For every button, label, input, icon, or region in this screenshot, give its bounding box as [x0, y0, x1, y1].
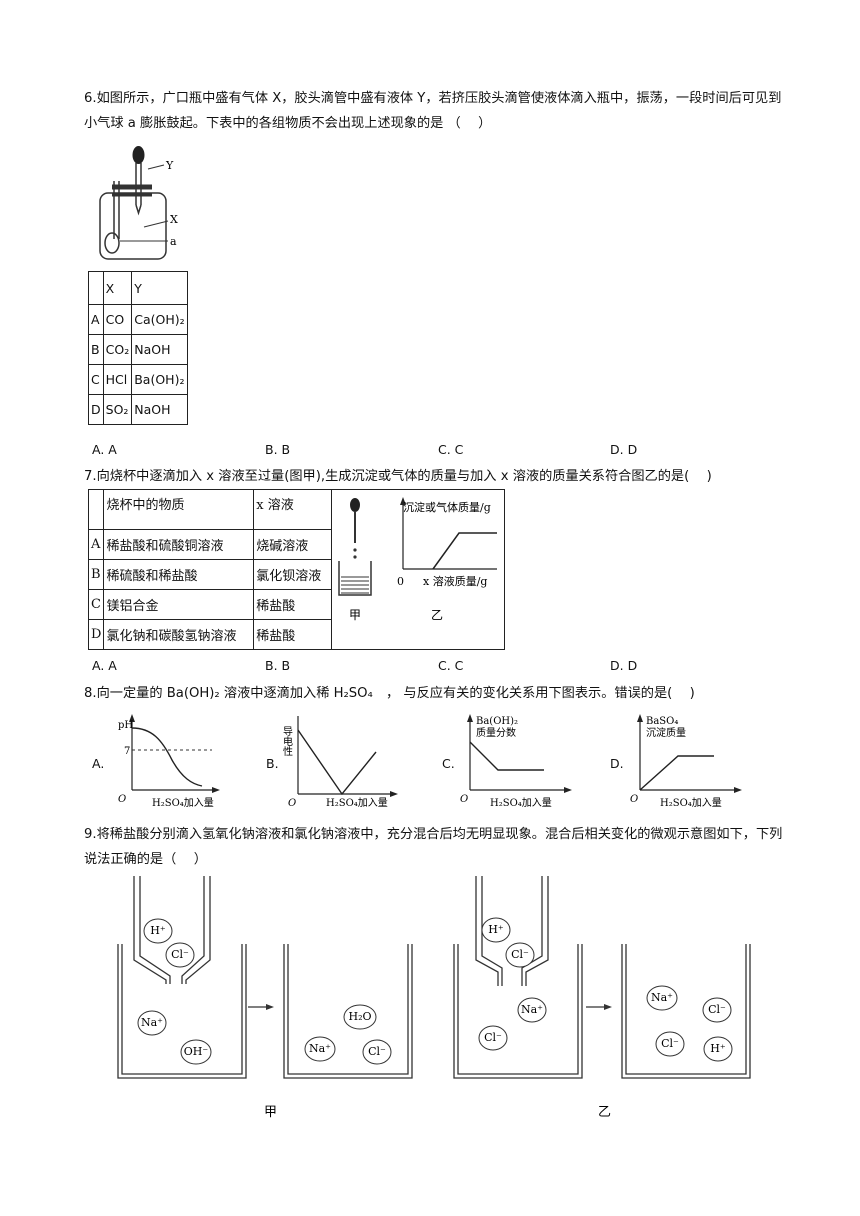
q7-label-yi: 乙: [431, 608, 443, 622]
q9-caption-jia: 甲: [264, 1105, 277, 1120]
option-b[interactable]: B. B: [265, 442, 291, 457]
svg-text:O: O: [118, 794, 126, 805]
q7-origin: 0: [397, 575, 404, 588]
q6-apparatus-figure: Y X a: [99, 146, 178, 260]
svg-text:H₂SO₄加入量: H₂SO₄加入量: [660, 797, 722, 809]
option-c[interactable]: C. C: [438, 442, 464, 457]
q7-xlabel: x 溶液质量/g: [423, 574, 487, 588]
svg-text:导电性: 导电性: [281, 726, 293, 757]
table-row: X Y: [88, 271, 188, 305]
q6-label-y: Y: [165, 159, 174, 172]
svg-text:Cl⁻: Cl⁻: [171, 948, 189, 961]
question-6-text: 6.如图所示，广口瓶中盛有气体 X，胶头滴管中盛有液体 Y，若挤压胶头滴管使液体…: [84, 91, 782, 131]
svg-text:OH⁻: OH⁻: [184, 1045, 209, 1058]
q8-option-a-letter[interactable]: A.: [92, 756, 105, 771]
option-b[interactable]: B. B: [265, 658, 291, 673]
q7-ylabel: 沉淀或气体质量/g: [403, 500, 491, 514]
q7-label-jia: 甲: [349, 608, 361, 622]
svg-text:Na⁺: Na⁺: [309, 1042, 331, 1055]
q9-caption-yi: 乙: [598, 1105, 611, 1120]
option-a[interactable]: A. A: [92, 658, 117, 673]
svg-text:Cl⁻: Cl⁻: [661, 1037, 679, 1050]
svg-text:H₂SO₄加入量: H₂SO₄加入量: [326, 797, 388, 809]
svg-text:Na⁺: Na⁺: [521, 1003, 543, 1016]
table-row: 烧杯中的物质 x 溶液: [87, 489, 332, 530]
svg-text:O: O: [630, 794, 638, 805]
q8-graph-a[interactable]: pH 7 O H₂SO₄加入量: [112, 712, 222, 812]
svg-text:H⁺: H⁺: [488, 923, 504, 936]
question-7-text: 7.向烧杯中逐滴加入 x 溶液至过量(图甲),生成沉淀或气体的质量与加入 x 溶…: [84, 469, 712, 484]
option-d[interactable]: D. D: [610, 658, 638, 673]
svg-text:Cl⁻: Cl⁻: [484, 1031, 502, 1044]
option-c[interactable]: C. C: [438, 658, 464, 673]
svg-text:H⁺: H⁺: [150, 924, 166, 937]
q8-graph-d[interactable]: BaSO₄ 沉淀质量 O H₂SO₄加入量: [630, 712, 750, 812]
q8-graph-b[interactable]: 导电性 O H₂SO₄加入量: [281, 712, 402, 812]
svg-text:BaSO₄: BaSO₄: [646, 716, 678, 727]
q8-option-d-letter[interactable]: D.: [610, 756, 624, 771]
svg-text:质量分数: 质量分数: [476, 726, 516, 739]
svg-text:O: O: [460, 794, 468, 805]
option-a[interactable]: A. A: [92, 442, 117, 457]
svg-text:Cl⁻: Cl⁻: [368, 1045, 386, 1058]
svg-text:沉淀质量: 沉淀质量: [646, 726, 686, 739]
q7-options: A. A B. B C. C D. D: [92, 658, 792, 676]
svg-text:H₂SO₄加入量: H₂SO₄加入量: [490, 797, 552, 809]
q8-option-b-letter[interactable]: B.: [266, 756, 279, 771]
option-d[interactable]: D. D: [610, 442, 638, 457]
q6-label-x: X: [170, 213, 178, 226]
question-8-text: 8.向一定量的 Ba(OH)₂ 溶液中逐滴加入稀 H₂SO₄ ， 与反应有关的变…: [84, 686, 695, 701]
q6-options: A. A B. B C. C D. D: [92, 442, 792, 460]
svg-text:pH: pH: [118, 720, 133, 731]
q7-graph-yi: 沉淀或气体质量/g 0 x 溶液质量/g 乙: [397, 497, 497, 622]
svg-text:H⁺: H⁺: [710, 1042, 726, 1055]
svg-text:Cl⁻: Cl⁻: [511, 948, 529, 961]
q9-micro-diagram: .ion{fill:#fff;stroke:#333;stroke-width:…: [117, 876, 751, 1120]
q7-beaker-figure: 甲: [338, 498, 372, 622]
q6-label-a: a: [170, 235, 177, 248]
svg-text:H₂O: H₂O: [348, 1010, 371, 1023]
q8-graph-c[interactable]: Ba(OH)₂ 质量分数 O H₂SO₄加入量: [460, 712, 580, 812]
svg-text:Na⁺: Na⁺: [651, 991, 673, 1004]
svg-text:O: O: [288, 798, 296, 809]
svg-text:Na⁺: Na⁺: [141, 1016, 163, 1029]
svg-text:Ba(OH)₂: Ba(OH)₂: [476, 716, 518, 727]
question-9-text: 9.将稀盐酸分别滴入氢氧化钠溶液和氯化钠溶液中，充分混合后均无明显现象。混合后相…: [84, 827, 783, 867]
q8-option-c-letter[interactable]: C.: [442, 756, 455, 771]
svg-text:Cl⁻: Cl⁻: [708, 1003, 726, 1016]
svg-text:7: 7: [124, 746, 130, 757]
svg-text:H₂SO₄加入量: H₂SO₄加入量: [152, 797, 214, 809]
